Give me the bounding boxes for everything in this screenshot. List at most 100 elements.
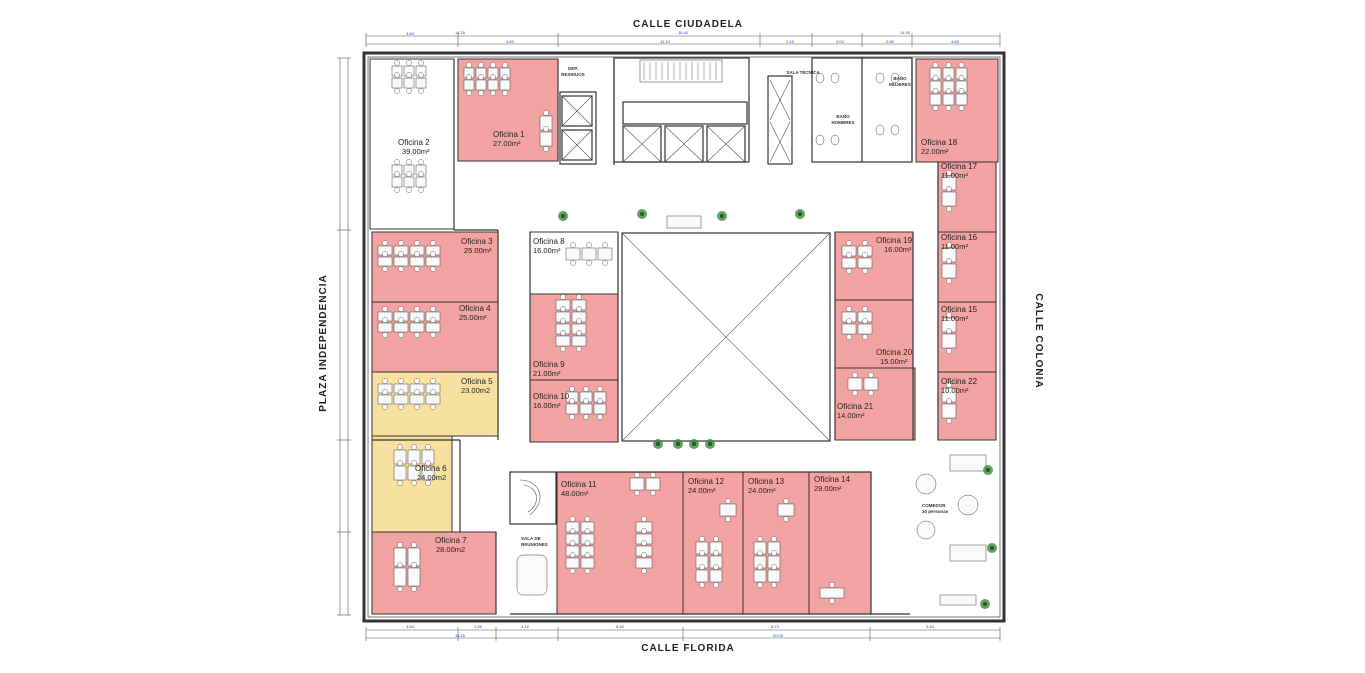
room-name: Oficina 13 <box>748 477 785 486</box>
room-area: 25.00m² <box>459 313 487 322</box>
room-area: 10.00m² <box>941 386 969 395</box>
room-oficina-2: Oficina 239.00m² <box>398 138 430 156</box>
room-oficina-3: Oficina 325.00m² <box>461 237 493 255</box>
dim-top-6: 2.50 <box>886 39 895 44</box>
room-name: Oficina 1 <box>493 130 525 139</box>
room-name: Oficina 12 <box>688 477 725 486</box>
furniture <box>377 60 968 604</box>
label-bano-mujeres-1: BAÑO <box>893 75 907 81</box>
room-oficina-8: Oficina 816.00m² <box>533 237 565 255</box>
dim-top-3: 11.10 <box>660 39 670 44</box>
room-area: 16.00m² <box>533 401 561 410</box>
dim-top-total-3: 14.50 <box>900 30 911 35</box>
room-area: 29.00m² <box>814 484 842 493</box>
room-oficina-6: Oficina 624.00m2 <box>415 464 447 482</box>
room-fills <box>369 58 999 615</box>
dimension-texts: 4.60 4.60 11.10 2.15 3.04 2.50 4.60 14.2… <box>406 30 960 638</box>
room-name: Oficina 18 <box>921 138 958 147</box>
room-name: Oficina 16 <box>941 233 978 242</box>
label-sala-tecnica: SALA TÉCNICA <box>786 68 820 75</box>
room-oficina-5: Oficina 523.00m2 <box>461 377 493 395</box>
label-dep-residuos-2: RESIDUOS <box>561 72 585 77</box>
dining-area: COMEDOR 20 personas <box>915 454 987 606</box>
room-oficina-1: Oficina 127.00m² <box>493 130 525 148</box>
room-area: 16.00m² <box>884 245 912 254</box>
room-fill-oficina-7 <box>371 531 497 615</box>
central-atrium <box>621 215 831 442</box>
room-area: 27.00m² <box>493 139 521 148</box>
dim-bottom-3: 3.12 <box>521 624 530 629</box>
room-name: Oficina 5 <box>461 377 493 386</box>
dim-bottom-6: 5.10 <box>926 624 935 629</box>
dim-bottom-2: 1.26 <box>474 624 483 629</box>
dim-bottom-total-2: 20.00 <box>773 633 784 638</box>
service-core: DEP. RESIDUOS SALA TÉCNICA BAÑO MUJERES … <box>559 57 913 165</box>
room-name: Oficina 2 <box>398 138 430 147</box>
label-bano-hombres-1: BAÑO <box>836 113 850 119</box>
room-area: 25.00m² <box>464 246 492 255</box>
room-area: 28.00m2 <box>436 545 465 554</box>
room-name: Oficina 20 <box>876 348 913 357</box>
room-area: 21.00m² <box>533 369 561 378</box>
room-name: Oficina 4 <box>459 304 491 313</box>
dimension-lines <box>337 33 1001 641</box>
dim-top-1: 4.60 <box>406 31 415 36</box>
dim-top-total-2: 16.40 <box>678 30 689 35</box>
label-sala-reuniones-1: SALA DE <box>521 536 541 541</box>
room-area: 11.00m² <box>941 171 968 180</box>
street-label-east: CALLE COLONIA <box>1033 293 1044 388</box>
dim-bottom-4: 8.40 <box>616 624 625 629</box>
dim-bottom-5: 8.73 <box>771 624 780 629</box>
room-name: Oficina 8 <box>533 237 565 246</box>
room-area: 22.00m² <box>921 147 949 156</box>
dim-top-5: 3.04 <box>836 39 845 44</box>
room-area: 24.00m² <box>688 486 716 495</box>
room-area: 39.00m² <box>402 147 430 156</box>
room-area: 11.00m² <box>941 314 968 323</box>
street-label-north: CALLE CIUDADELA <box>633 19 743 30</box>
room-area: 24.00m² <box>748 486 776 495</box>
room-name: Oficina 10 <box>533 392 570 401</box>
label-sala-reuniones-2: REUNIONES <box>521 542 548 547</box>
room-name: Oficina 22 <box>941 377 978 386</box>
dim-bottom-total-1: 14.20 <box>455 633 466 638</box>
dim-bottom-1: 4.60 <box>406 624 415 629</box>
label-bano-mujeres-2: MUJERES <box>889 82 911 87</box>
room-area: 48.00m² <box>561 489 589 498</box>
room-name: Oficina 9 <box>533 360 565 369</box>
label-comedor-2: 20 personas <box>922 509 949 514</box>
room-area: 15.00m² <box>880 357 908 366</box>
label-dep-residuos-1: DEP. <box>568 66 578 71</box>
room-oficina-7: Oficina 728.00m2 <box>435 536 467 554</box>
dim-top-2: 4.60 <box>506 39 515 44</box>
label-comedor-1: COMEDOR <box>922 503 946 508</box>
room-name: Oficina 17 <box>941 162 978 171</box>
label-bano-hombres-2: HOMBRES <box>831 120 854 125</box>
street-label-south: CALLE FLORIDA <box>641 643 735 654</box>
room-name: Oficina 21 <box>837 402 874 411</box>
room-name: Oficina 19 <box>876 236 913 245</box>
room-area: 24.00m2 <box>417 473 446 482</box>
room-area: 11.00m² <box>941 242 968 251</box>
room-area: 23.00m2 <box>461 386 490 395</box>
street-label-west: PLAZA INDEPENDENCIA <box>318 274 329 412</box>
room-name: Oficina 15 <box>941 305 978 314</box>
room-name: Oficina 7 <box>435 536 467 545</box>
dim-top-4: 2.15 <box>786 39 795 44</box>
room-oficina-9: Oficina 921.00m² <box>533 360 565 378</box>
room-area: 16.00m² <box>533 246 561 255</box>
room-labels: Oficina 127.00m² Oficina 239.00m² Oficin… <box>398 130 978 554</box>
dim-top-total-1: 14.20 <box>455 30 466 35</box>
